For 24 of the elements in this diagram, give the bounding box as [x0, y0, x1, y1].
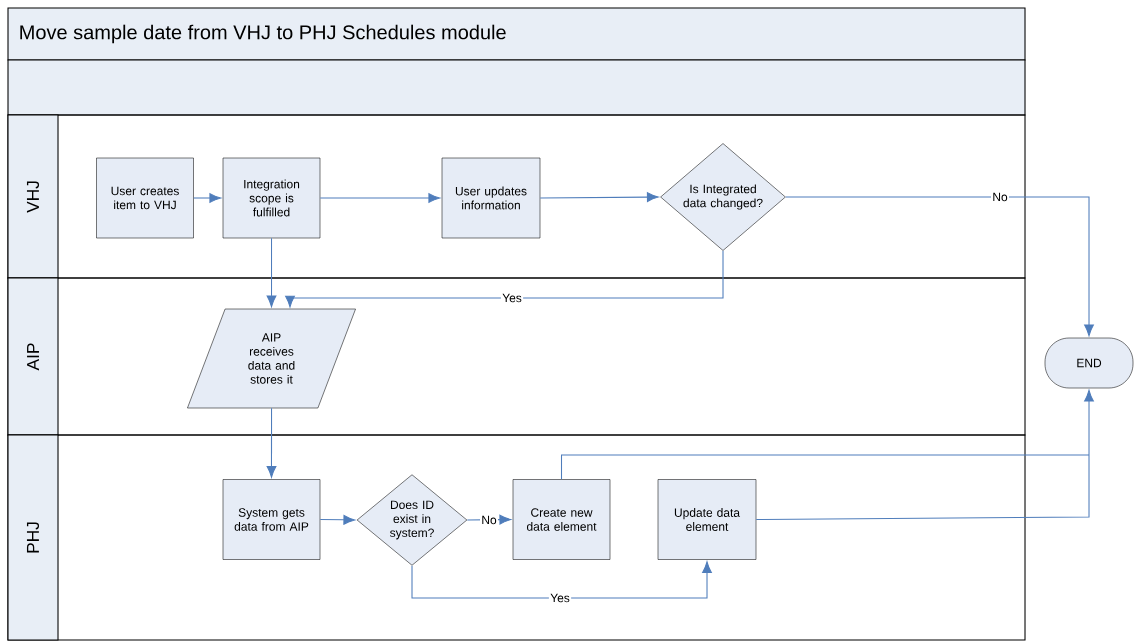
edge-label: No — [480, 514, 498, 526]
process-box: User creates item to VHJ — [96, 157, 194, 239]
process-box: Update data element — [657, 479, 757, 560]
arrow — [319, 514, 356, 525]
arrow — [285, 250, 724, 308]
data-parallelogram: AIP receives data and stores it — [187, 308, 356, 409]
process-box: System gets data from AIP — [222, 479, 321, 560]
title-band: Move sample date from VHJ to PHJ Schedules module — [7, 7, 1026, 61]
terminator: END — [1044, 337, 1134, 389]
edge-label: Yes — [500, 292, 524, 304]
process-box: User updates information — [441, 157, 541, 239]
arrow — [539, 192, 659, 203]
arrow — [266, 237, 277, 308]
arrow — [1084, 389, 1094, 456]
process-box: Integration scope is fulfilled — [222, 157, 321, 239]
arrow — [411, 561, 712, 599]
arrow — [466, 514, 512, 525]
arrow — [266, 407, 277, 478]
arrow — [785, 196, 1094, 337]
edge-label: No — [991, 191, 1009, 203]
edge-label: Yes — [548, 592, 572, 604]
process-box: Create new data element — [512, 479, 611, 560]
arrow — [193, 193, 222, 203]
arrow — [319, 193, 441, 203]
